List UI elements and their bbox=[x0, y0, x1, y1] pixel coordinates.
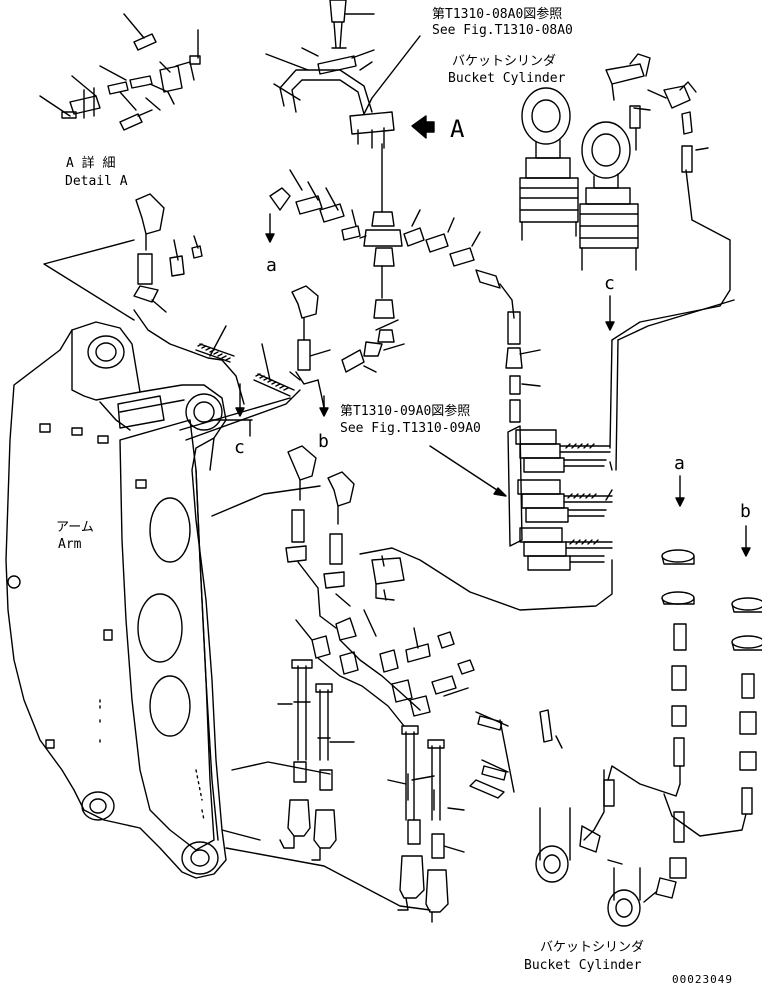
arm-jp: アーム bbox=[56, 520, 94, 535]
detail-a-jp: A 詳 細 bbox=[66, 156, 116, 171]
detail-a-en: Detail A bbox=[65, 174, 128, 189]
central-lower-cluster bbox=[211, 445, 563, 923]
ref-top-en: See Fig.T1310-08A0 bbox=[432, 23, 573, 38]
bucket-cylinder-top-jp: バケットシリンダ bbox=[452, 54, 557, 69]
bucket-cylinder-top bbox=[519, 53, 709, 331]
bucket-cylinder-bottom-jp: バケットシリンダ bbox=[540, 940, 645, 955]
leader-lines bbox=[211, 35, 507, 497]
left-hose-assembly bbox=[43, 193, 331, 441]
bucket-cylinder-bottom-en: Bucket Cylinder bbox=[524, 958, 642, 973]
marker-c-left: c bbox=[234, 437, 245, 458]
arm-en: Arm bbox=[58, 537, 82, 552]
marker-b-left: b bbox=[318, 431, 329, 452]
top-center-piping bbox=[265, 0, 515, 373]
right-connection-columns bbox=[535, 475, 762, 927]
drawing-number: 00023049 bbox=[672, 973, 733, 986]
arm-structure bbox=[5, 321, 227, 879]
view-a-label: A bbox=[450, 115, 465, 143]
ref-mid-jp: 第T1310-09A0図参照 bbox=[340, 404, 471, 419]
ref-top-jp: 第T1310-08A0図参照 bbox=[432, 7, 563, 22]
bucket-cylinder-top-en: Bucket Cylinder bbox=[448, 71, 566, 86]
marker-b-right: b bbox=[740, 501, 751, 522]
ref-mid-en: See Fig.T1310-09A0 bbox=[340, 421, 481, 436]
marker-a-left: a bbox=[266, 255, 277, 276]
marker-a-right: a bbox=[674, 453, 685, 474]
detail-a-parts bbox=[39, 13, 201, 131]
valve-block bbox=[359, 169, 735, 611]
marker-c-right: c bbox=[604, 273, 615, 294]
